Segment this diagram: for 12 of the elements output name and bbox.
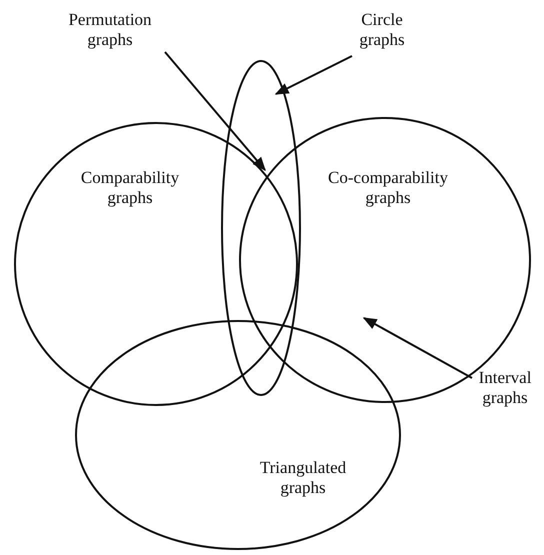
- set-ellipse: [221, 60, 301, 396]
- leader-arrow: [164, 51, 266, 172]
- callout-label: Permutation graphs: [55, 10, 165, 50]
- set-name: Co-comparability graphs: [327, 168, 449, 208]
- set-circle: [75, 320, 401, 550]
- callout-label: Interval graphs: [470, 368, 540, 408]
- set-name: Comparability graphs: [80, 168, 180, 208]
- callout-label: Circle graphs: [342, 10, 422, 50]
- leader-arrow: [362, 317, 472, 379]
- set-name: Triangulated graphs: [258, 458, 348, 498]
- set-circle: [14, 122, 298, 406]
- leader-arrow: [274, 55, 352, 95]
